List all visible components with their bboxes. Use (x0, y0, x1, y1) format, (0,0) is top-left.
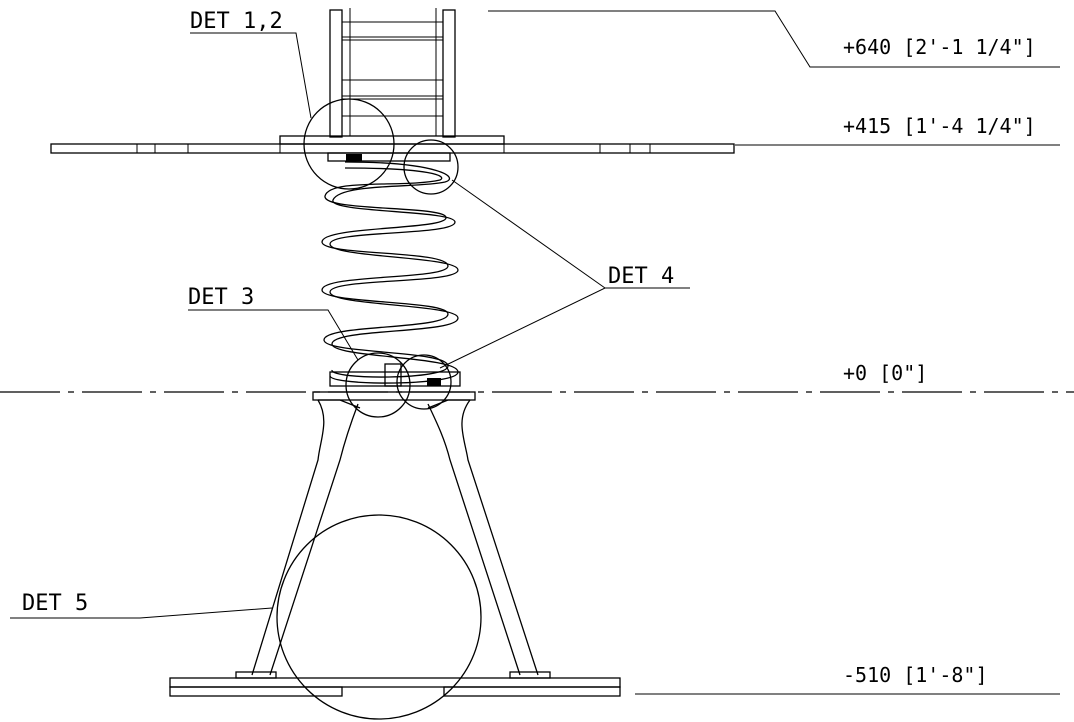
detail-circle-det3 (345, 352, 411, 418)
elevation-top-text: +640 [2'-1 1/4"] (843, 35, 1036, 59)
base-bracket (312, 391, 476, 409)
detail-circle-det4-top (403, 139, 459, 195)
det3-label: DET 3 (188, 285, 254, 310)
elevation-platform-text: +415 [1'-4 1/4"] (843, 114, 1036, 138)
elevation-ground-text: +0 [0"] (843, 361, 927, 385)
det4-label: DET 4 (608, 264, 674, 289)
detail-circle-det5 (276, 514, 482, 720)
elevation-base-text: -510 [1'-8"] (843, 663, 988, 687)
foundation-plate (169, 677, 621, 697)
coil-spring (321, 161, 461, 387)
detail-circle-det12 (303, 98, 395, 190)
detail-circle-det4-bottom (396, 354, 452, 410)
leader-det12 (190, 32, 312, 119)
det5-label: DET 5 (22, 591, 88, 616)
leader-det3 (188, 309, 359, 361)
leader-det5 (10, 607, 273, 619)
leader-det4-top (451, 179, 606, 289)
elevation-leader-top (488, 10, 1060, 68)
handle-frame (329, 8, 456, 138)
leader-det4-bottom (439, 287, 690, 369)
platform-plate (50, 135, 735, 162)
det12-label: DET 1,2 (190, 9, 283, 34)
support-legs (235, 399, 551, 679)
